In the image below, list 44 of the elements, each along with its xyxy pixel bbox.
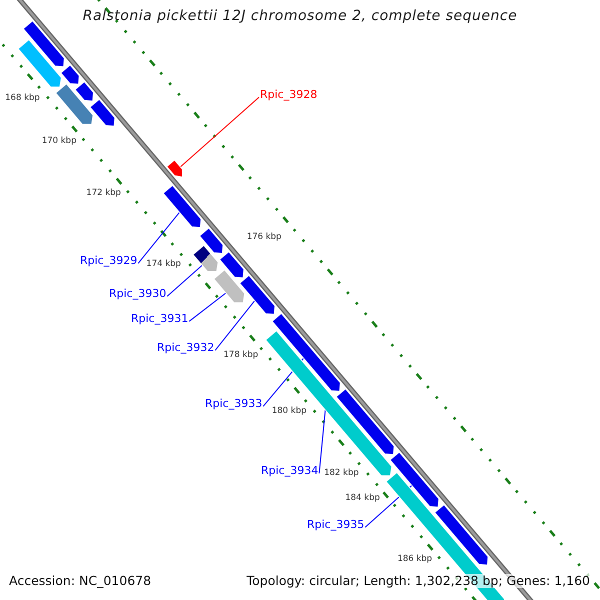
gene-label: Rpic_3934 — [261, 465, 318, 478]
accession-text: Accession: NC_010678 — [9, 574, 152, 588]
leader-line — [180, 96, 260, 168]
scale-label: 172 kbp — [86, 189, 121, 200]
scale-label: 176 kbp — [246, 232, 282, 243]
scale-label: 170 kbp — [42, 136, 76, 147]
gene-label: Rpic_3935 — [307, 519, 364, 532]
gene-label: Rpic_3929 — [80, 255, 138, 268]
leader-line — [138, 212, 180, 264]
gene-feature — [336, 388, 395, 455]
gene-feature — [166, 160, 183, 178]
scale-label: 178 kbp — [224, 350, 258, 360]
gene-label: Rpic_3933 — [205, 398, 262, 411]
scale-label: 182 kbp — [324, 468, 359, 479]
title: Ralstonia pickettii 12J chromosome 2, complete sequence — [82, 8, 518, 24]
leader-line — [214, 300, 256, 351]
gene-label: Rpic_3930 — [109, 288, 166, 301]
gene-feature — [74, 81, 94, 102]
gene-feature — [55, 83, 94, 125]
genome-stats-text: Topology: circular; Length: 1,302,238 bp; Genes: 1,160 — [246, 574, 590, 588]
gene-feature — [434, 504, 488, 566]
leader-line — [318, 410, 326, 474]
scale-label: 180 kbp — [272, 407, 306, 418]
scale-label: 168 kbp — [5, 94, 40, 104]
scale-label: 184 kbp — [345, 494, 380, 504]
gene-feature — [272, 312, 341, 392]
gene-label: Rpic_3928 — [260, 89, 318, 102]
gene-feature — [199, 228, 224, 254]
leader-line — [166, 264, 203, 297]
gene-label: Rpic_3932 — [157, 342, 214, 355]
gene-feature — [18, 39, 62, 88]
gene-label: Rpic_3931 — [131, 313, 188, 326]
gene-feature — [192, 244, 219, 272]
gene-feature — [390, 452, 440, 508]
gene-feature — [60, 64, 80, 85]
gene-feature — [219, 251, 244, 278]
gene-feature — [22, 20, 65, 68]
scale-label: 186 kbp — [397, 555, 432, 565]
gene-feature — [213, 269, 246, 303]
gene-feature — [162, 184, 202, 228]
leader-line — [188, 292, 226, 322]
gene-feature — [239, 274, 276, 315]
scale-label: 174 kbp — [146, 260, 181, 270]
gene-feature — [90, 98, 116, 127]
